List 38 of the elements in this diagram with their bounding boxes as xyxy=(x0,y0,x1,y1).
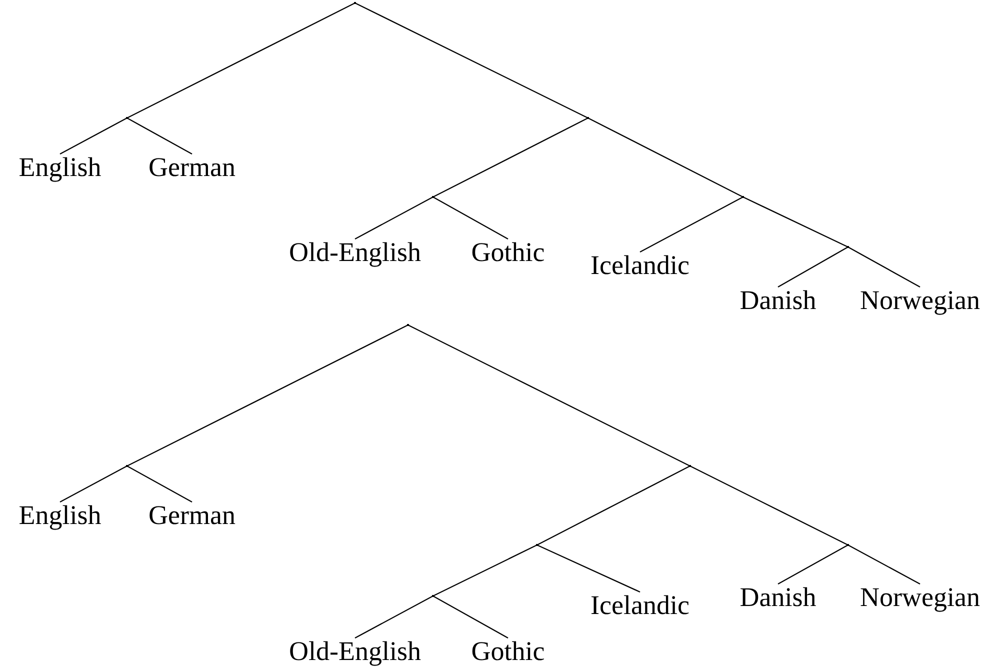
language-label: Gothic xyxy=(471,636,545,666)
tree-branch xyxy=(60,117,128,155)
tree-branch xyxy=(690,465,848,546)
tree-branch xyxy=(126,117,192,155)
tree-branch xyxy=(354,196,434,240)
language-label: Danish xyxy=(740,285,816,315)
language-label: Icelandic xyxy=(590,590,690,620)
language-label: German xyxy=(148,500,236,530)
language-label: Icelandic xyxy=(590,250,690,280)
tree-branch xyxy=(778,544,848,585)
tree-branch xyxy=(640,196,744,253)
tree-branch xyxy=(848,544,920,585)
language-label: Old-English xyxy=(289,636,421,666)
language-label: Gothic xyxy=(471,237,545,267)
tree-branch xyxy=(126,2,356,119)
tree-branch xyxy=(408,324,690,467)
tree-branch xyxy=(354,2,588,119)
language-label: Danish xyxy=(740,582,816,612)
language-label: Norwegian xyxy=(860,285,980,315)
tree-branch xyxy=(126,324,408,467)
language-label: German xyxy=(148,152,236,182)
tree-branch xyxy=(848,246,920,288)
tree-branch xyxy=(432,117,588,198)
tree-branch xyxy=(60,465,128,503)
tree-branch xyxy=(778,246,848,288)
tree-branch xyxy=(742,196,848,248)
language-label: Old-English xyxy=(289,237,421,267)
tree-branch xyxy=(432,595,508,639)
tree-branch xyxy=(354,595,434,639)
language-label: English xyxy=(18,152,102,182)
tree-branch xyxy=(536,465,690,546)
tree-branch xyxy=(126,465,192,503)
tree-branch xyxy=(432,196,508,240)
tree-branch xyxy=(536,544,640,593)
tree-branch xyxy=(432,544,538,597)
language-label: Norwegian xyxy=(860,582,980,612)
language-label: English xyxy=(18,500,102,530)
tree-branch xyxy=(588,117,744,198)
